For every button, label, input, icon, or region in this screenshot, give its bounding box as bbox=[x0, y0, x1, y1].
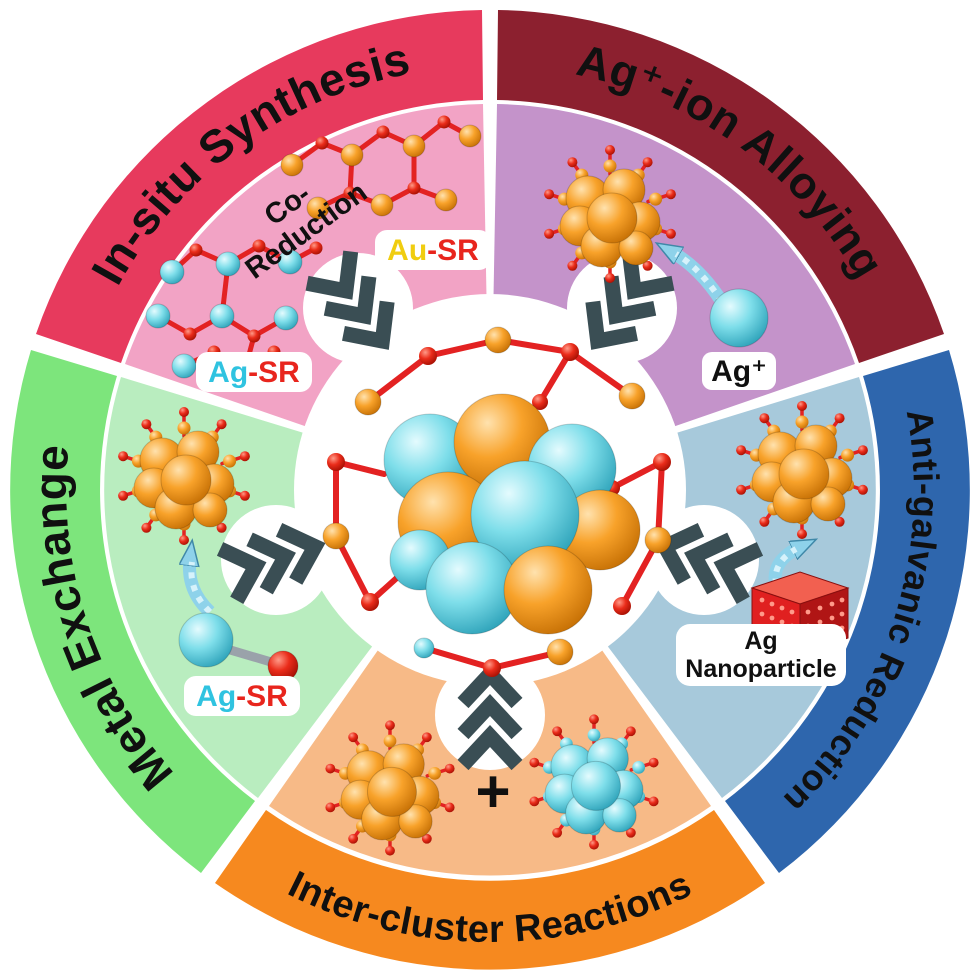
ag-sr-label-insitu: Ag-SR bbox=[196, 352, 312, 392]
anti-galvanic-wedge-art: Ag Nanoparticle bbox=[676, 399, 870, 686]
ring-ag-ion-alloying bbox=[497, 10, 944, 363]
ag-sr-label-exchange: Ag-SR bbox=[184, 676, 300, 716]
ring-metal-exchange bbox=[10, 350, 255, 873]
outer-ring bbox=[10, 10, 970, 970]
metal-exchange-wedge-art: Ag-SR bbox=[116, 405, 300, 716]
svg-text:Nanoparticle: Nanoparticle bbox=[685, 655, 837, 683]
ag-nanoparticle-label: Ag Nanoparticle bbox=[676, 624, 846, 686]
ag-sr-ligand-dumbbell bbox=[178, 612, 299, 682]
svg-text:Ag: Ag bbox=[744, 627, 777, 655]
silver-ion-sphere bbox=[709, 288, 769, 348]
svg-text:Ag⁺: Ag⁺ bbox=[711, 355, 767, 388]
ring-inter-cluster-reactions bbox=[215, 810, 765, 970]
au-sr-label: Au-SR bbox=[375, 230, 491, 270]
ag-ion-wedge-art: Ag⁺ bbox=[542, 143, 776, 390]
svg-text:Au-SR: Au-SR bbox=[387, 234, 479, 267]
ring-anti-galvanic-reduction bbox=[725, 350, 970, 873]
au-sr-chains bbox=[280, 115, 482, 220]
inter-cluster-wedge-art: + bbox=[323, 712, 661, 858]
svg-text:Ag-SR: Ag-SR bbox=[196, 680, 288, 713]
curved-arrow-texture bbox=[188, 561, 213, 615]
center-alloy-nanocluster bbox=[322, 326, 672, 677]
svg-text:Ag-SR: Ag-SR bbox=[208, 356, 300, 389]
ag-ion-label: Ag⁺ bbox=[702, 352, 776, 390]
silver-nanoparticle-cube bbox=[750, 571, 850, 655]
ring-in-situ-synthesis bbox=[36, 10, 483, 363]
plus-sign: + bbox=[475, 758, 510, 825]
